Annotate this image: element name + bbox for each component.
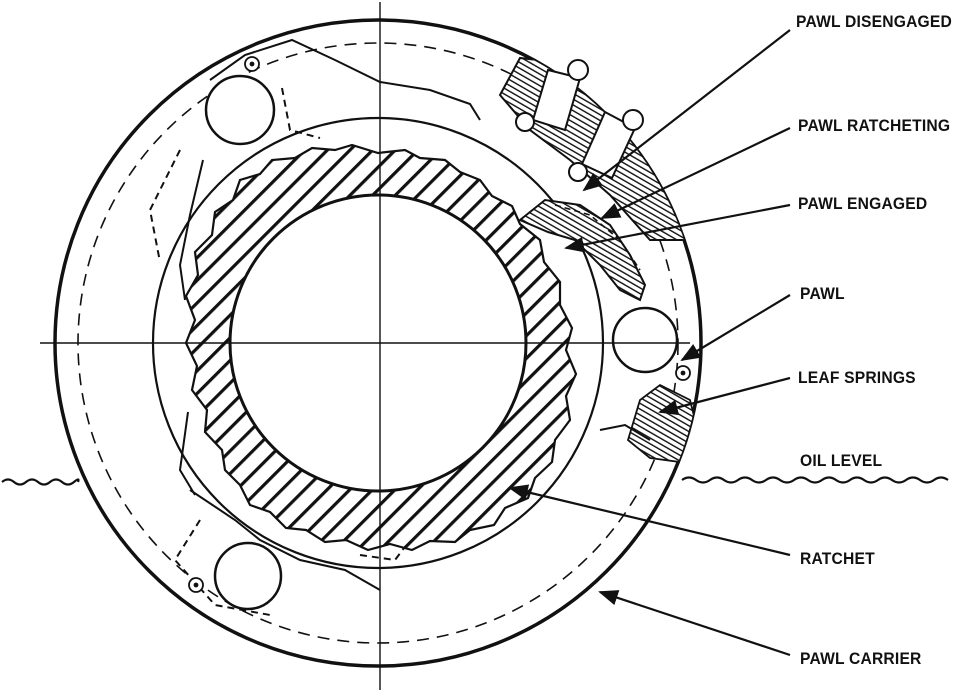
leader-lines [508,29,791,657]
label-pawl-disengaged: PAWL DISENGAGED [796,12,952,31]
label-ratchet: RATCHET [800,549,875,568]
pawl-roller-lower [213,541,283,611]
leader-pawl-engaged [564,203,791,253]
pivot-pin-lower-center [193,582,199,588]
leader-pawl [680,294,791,362]
label-pawl-ratcheting: PAWL RATCHETING [798,116,951,135]
leader-leaf-springs [658,376,791,416]
pawl-clamp-bands [515,59,644,182]
pawl-roller-upper [204,74,276,146]
label-pawl-engaged: PAWL ENGAGED [798,194,928,213]
pivot-pin-upper-center [249,61,255,67]
pawl-roller-right [611,306,679,374]
pivot-pin-right-center [680,370,686,376]
label-oil-level: OIL LEVEL [800,451,883,470]
pawl-arm-upper-left [148,38,481,301]
label-pawl-carrier: PAWL CARRIER [800,649,922,668]
oil-level-line-right [681,476,949,484]
label-pawl: PAWL [800,284,845,303]
oil-level-line-left [1,478,80,486]
leader-pawl-ratcheting [600,127,791,219]
leader-pawl-carrier [598,590,791,657]
leader-pawl-disengaged [582,29,791,192]
leader-ratchet [508,484,791,557]
label-leaf-springs: LEAF SPRINGS [798,368,916,387]
